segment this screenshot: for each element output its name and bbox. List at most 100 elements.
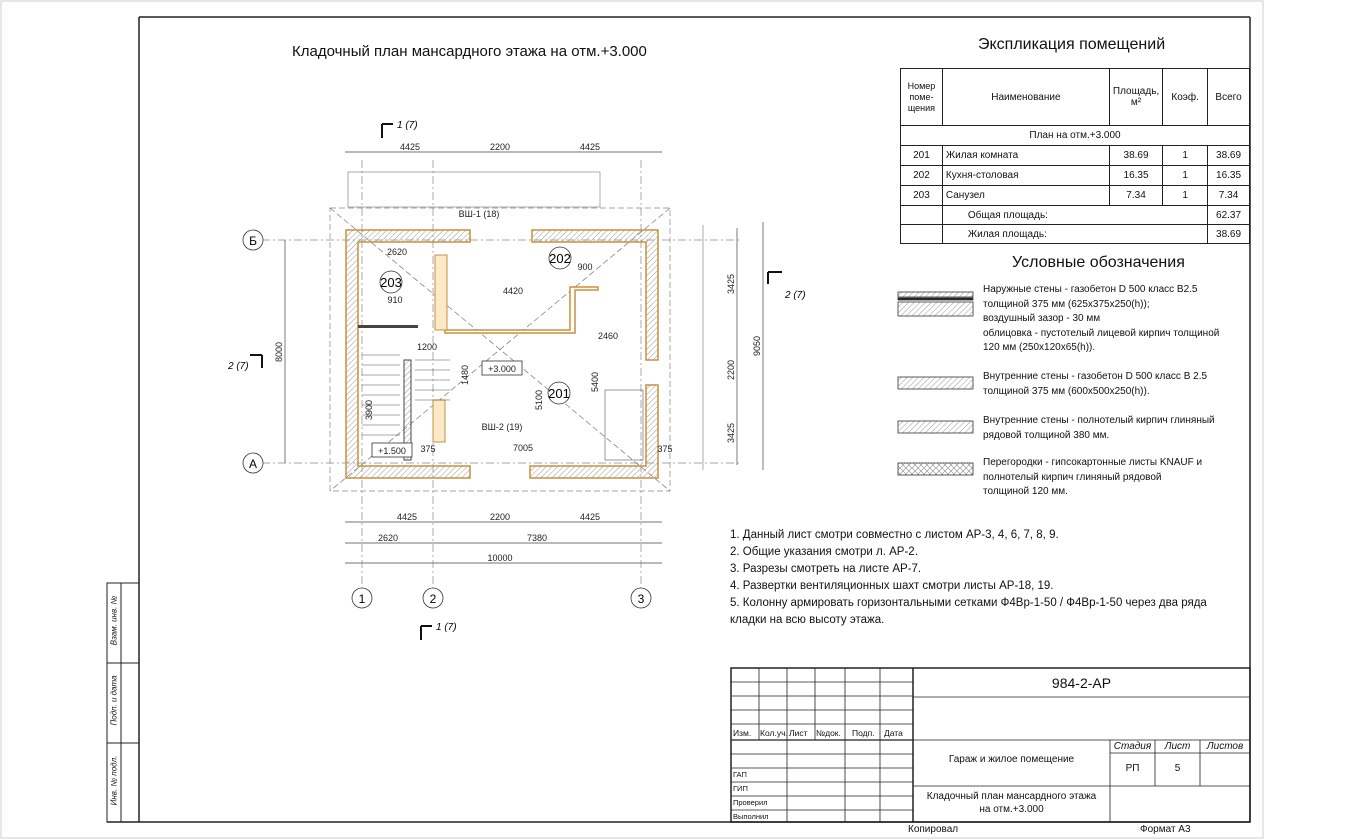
dim: 2200 (490, 512, 510, 522)
label: 2460 (598, 331, 618, 341)
col-header: Площадь, м² (1108, 68, 1164, 126)
axis-label: А (249, 457, 257, 471)
legend-title: Условные обозначения (1012, 254, 1185, 271)
col-header-sign: Подп. (852, 728, 875, 738)
label: толщиной 120 мм. (983, 486, 1068, 497)
plan-title: Кладочный план мансардного этажа на отм.… (292, 43, 647, 60)
role-gap: ГАП (733, 770, 747, 779)
label: 1200 (417, 342, 437, 352)
label: 120 мм (250х120х65(h)). (983, 342, 1096, 353)
dim: 10000 (487, 553, 512, 563)
label: 2. Общие указания смотри л. АР-2. (730, 546, 918, 558)
axis-label: 3 (638, 592, 645, 606)
label: 4. Развертки вентиляционных шахт смотри … (730, 580, 1054, 592)
legend-item-exterior-wall: Наружные стены - газобетон D 500 класс В… (983, 283, 1219, 356)
label: Перегородки - гипсокартонные листы KNAUF… (983, 457, 1203, 468)
sheets-label: Листов (1206, 741, 1244, 752)
dim: 9050 (752, 336, 762, 356)
room-number: 203 (380, 275, 402, 290)
dim: 2200 (726, 360, 736, 380)
col-header-date: Дата (884, 728, 903, 738)
label: 1480 (460, 365, 470, 385)
label: 62.37 (1207, 205, 1250, 225)
level-text: +1.500 (378, 446, 406, 456)
living-row: Жилая площадь:38.69 (900, 224, 1250, 244)
explication-table: Номер поме-щения Наименование Площадь, м… (900, 68, 1250, 244)
document-code: 984-2-АР (1051, 675, 1112, 691)
role-performed: Выполнил (733, 812, 769, 821)
legend-item-inner-wall-gas: Внутренние стены - газобетон D 500 класс… (983, 370, 1207, 399)
label: толщиной 375 мм (625х375х250(h)); (983, 298, 1150, 310)
section-mark: 1 (7) (436, 622, 457, 633)
label: Жилая площадь: (941, 224, 1209, 244)
label: Внутренние стены - газобетон D 500 класс… (983, 371, 1208, 382)
drawing-name: Кладочный план мансардного этажа (926, 791, 1097, 802)
label: 4420 (503, 286, 523, 296)
dim: 7380 (527, 533, 547, 543)
legend-item-inner-wall-brick: Внутренние стены - полнотелый кирпич гли… (983, 414, 1215, 443)
dim: 4425 (397, 512, 417, 522)
notes: 1. Данный лист смотри совместно с листом… (730, 527, 1207, 629)
label: воздушный зазор - 30 мм (983, 313, 1101, 324)
dim: 2200 (490, 142, 510, 152)
label: 1. Данный лист смотри совместно с листом… (730, 529, 1059, 541)
dim: 3425 (726, 274, 736, 294)
label: кладки на всю высоту этажа. (730, 614, 885, 626)
dim: 8000 (274, 342, 284, 362)
col-header-change: Изм. (733, 728, 752, 738)
col-header-doc: №док. (816, 728, 841, 738)
label: 7005 (513, 443, 533, 453)
label: 5. Колонну армировать горизонтальными се… (730, 597, 1207, 609)
level-mark (481, 360, 523, 376)
col-header: Коэф. (1162, 68, 1209, 126)
dim: 4425 (400, 142, 420, 152)
label: толщиной 375 мм (600х500х250(h)). (983, 385, 1150, 397)
label: Внутренние стены - полнотелый кирпич гли… (983, 415, 1215, 426)
label: Наружные стены - газобетон D 500 класс В… (983, 284, 1198, 295)
format-label: Формат А3 (1140, 824, 1191, 835)
label: 375 (420, 444, 435, 454)
dimension-lines (262, 151, 764, 588)
walls (345, 229, 659, 479)
drawing-name-level: на отм.+3.000 (979, 804, 1044, 815)
dim: 4425 (580, 512, 600, 522)
room-201-marker (547, 381, 571, 405)
label: облицовка - пустотелый лицевой кирпич то… (983, 327, 1220, 339)
col-header-sheet: Лист (789, 728, 808, 738)
stage-value: РП (1125, 763, 1140, 774)
copied-label: Копировал (908, 824, 959, 835)
section-mark: 2 (7) (227, 361, 249, 372)
dim: 2620 (378, 533, 398, 543)
room-202-marker (548, 246, 572, 270)
axis-label: 1 (359, 592, 366, 606)
section-mark: 2 (7) (784, 290, 806, 301)
col-header: Всего (1207, 68, 1250, 126)
label: 3900 (364, 400, 374, 420)
section-mark: 1 (7) (397, 120, 418, 131)
vent-label: ВШ-2 (19) (482, 422, 523, 432)
dim: 4425 (580, 142, 600, 152)
room-203-marker (379, 270, 403, 294)
col-header-qty: Кол.уч. (760, 728, 788, 738)
label: полнотелый кирпич глиняный рядовой (983, 471, 1162, 483)
level-text: +3.000 (488, 364, 516, 374)
label: 910 (387, 295, 402, 305)
level-mark (371, 442, 413, 458)
stage-label: Стадия (1113, 741, 1152, 752)
label: 2620 (387, 247, 407, 257)
legend-item-partition: Перегородки - гипсокартонные листы KNAUF… (983, 456, 1202, 500)
label: 3. Разрезы смотреть на листе АР-7. (730, 563, 922, 575)
room-number: 201 (548, 386, 570, 401)
axis-label: Б (249, 234, 257, 248)
room-number: 202 (549, 251, 571, 266)
label: 38.69 (1207, 224, 1250, 244)
axis-label: 2 (430, 592, 437, 606)
sheet-label: Лист (1164, 741, 1191, 752)
dim: 3425 (726, 423, 736, 443)
role-checked: Проверил (733, 798, 768, 807)
vent-label: ВШ-1 (18) (459, 209, 500, 219)
